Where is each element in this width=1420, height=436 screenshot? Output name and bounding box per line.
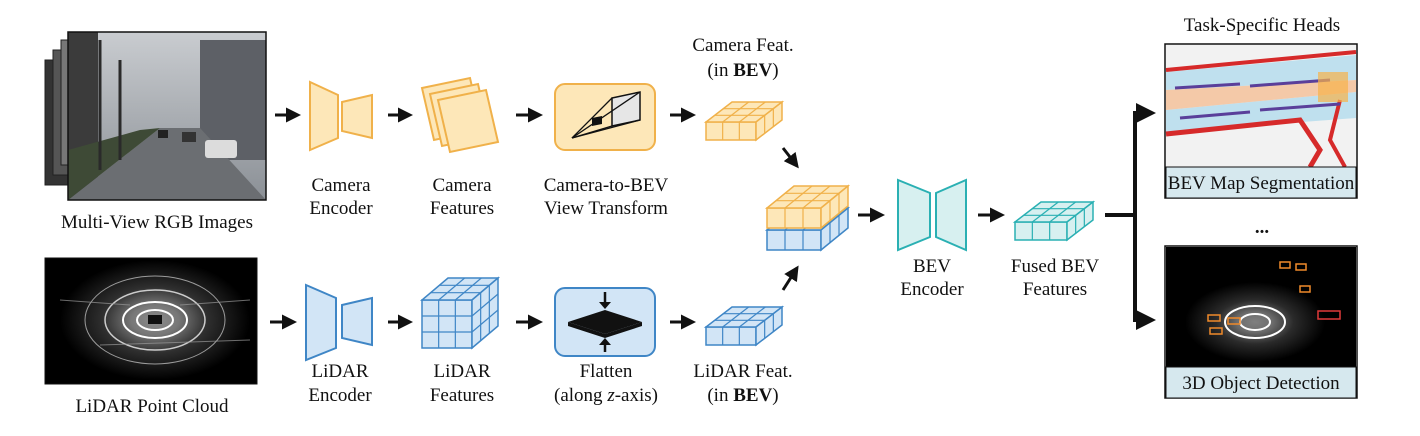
- flatten-label: Flatten: [580, 361, 633, 382]
- bev-encoder-label-2: Encoder: [900, 279, 964, 300]
- concatenated-bev-features-icon: [764, 184, 851, 252]
- bev-encoder-label: BEV: [913, 256, 951, 277]
- street-photo: [68, 32, 266, 200]
- flatten-icon: [554, 287, 656, 357]
- lidar-bev-features-icon: [703, 305, 785, 347]
- lidar-encoder-label: LiDAR: [312, 361, 369, 382]
- segmentation-caption: BEV Map Segmentation: [1168, 173, 1355, 194]
- lidar-bev-feat-label: LiDAR Feat.: [693, 361, 792, 382]
- view-transform-label: Camera-to-BEV: [544, 175, 669, 196]
- camera-encoder-icon: [309, 80, 373, 152]
- heads-branch-connector: [1105, 103, 1156, 330]
- lidar-encoder-icon: [305, 283, 373, 362]
- heads-title: Task-Specific Heads: [1184, 15, 1340, 36]
- camera-encoder-label: Camera: [311, 175, 371, 196]
- lidar-input-label: LiDAR Point Cloud: [75, 396, 229, 417]
- lidar-to-fusion-arrow: [781, 265, 799, 291]
- multi-view-rgb-images: [44, 31, 267, 201]
- lidar-features-label: LiDAR: [434, 361, 491, 382]
- bev-map-segmentation-panel: [1164, 43, 1358, 199]
- camera-features-icon: [420, 76, 500, 154]
- camera-bev-feat-label: Camera Feat.: [692, 35, 793, 56]
- heads-ellipsis: ...: [1255, 217, 1269, 238]
- camera-features-label: Camera: [432, 175, 492, 196]
- lidar-point-cloud-image: [44, 257, 258, 385]
- camera-to-fusion-arrow: [781, 147, 799, 169]
- fused-bev-features-icon: [1012, 200, 1096, 242]
- lidar-encoder-label-2: Encoder: [308, 385, 372, 406]
- lidar-features-icon: [419, 276, 501, 350]
- view-transform-label-2: View Transform: [544, 198, 668, 219]
- camera-bev-features-icon: [703, 100, 785, 142]
- bev-encoder-icon: [897, 178, 967, 252]
- lidar-features-label-2: Features: [430, 385, 494, 406]
- fused-bev-label: Fused BEV: [1011, 256, 1099, 277]
- camera-input-label: Multi-View RGB Images: [61, 212, 253, 233]
- detection-caption: 3D Object Detection: [1182, 373, 1340, 394]
- view-transform-icon: [554, 83, 656, 151]
- 3d-object-detection-panel: [1164, 245, 1358, 399]
- lidar-bev-feat-label-2: (in BEV): [707, 385, 778, 406]
- fused-bev-label-2: Features: [1023, 279, 1087, 300]
- flatten-label-2: (along z-axis): [554, 385, 658, 406]
- camera-bev-feat-label-2: (in BEV): [707, 60, 778, 81]
- camera-features-label-2: Features: [430, 198, 494, 219]
- camera-encoder-label-2: Encoder: [309, 198, 373, 219]
